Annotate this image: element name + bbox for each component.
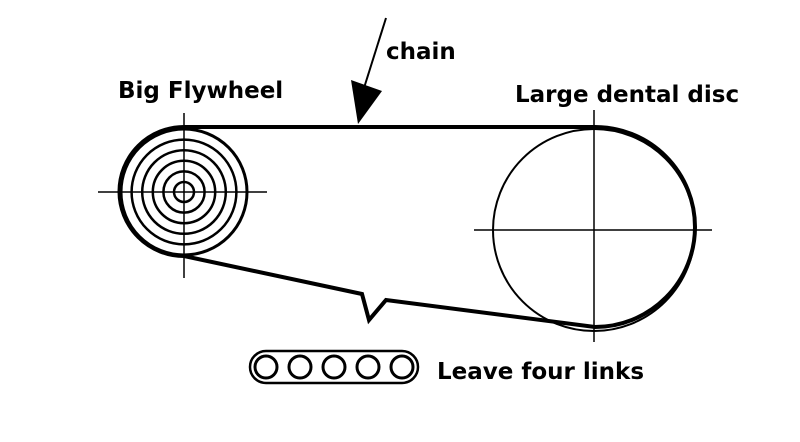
chain-belt	[117, 125, 697, 330]
chain-link	[321, 354, 347, 380]
links-label: Leave four links	[437, 359, 645, 385]
chain-pointer-arrowhead	[351, 80, 382, 124]
chain-link-outline	[248, 349, 420, 385]
chain-link	[389, 354, 415, 380]
chain-link	[355, 354, 381, 380]
chain-pointer-line	[363, 17, 387, 89]
chain-link	[287, 354, 313, 380]
dental-disc-label: Large dental disc	[515, 82, 740, 108]
flywheel-label: Big Flywheel	[118, 78, 284, 104]
chain-links-sample	[248, 349, 420, 385]
chain-link	[253, 354, 279, 380]
chain-label: chain	[386, 39, 456, 65]
